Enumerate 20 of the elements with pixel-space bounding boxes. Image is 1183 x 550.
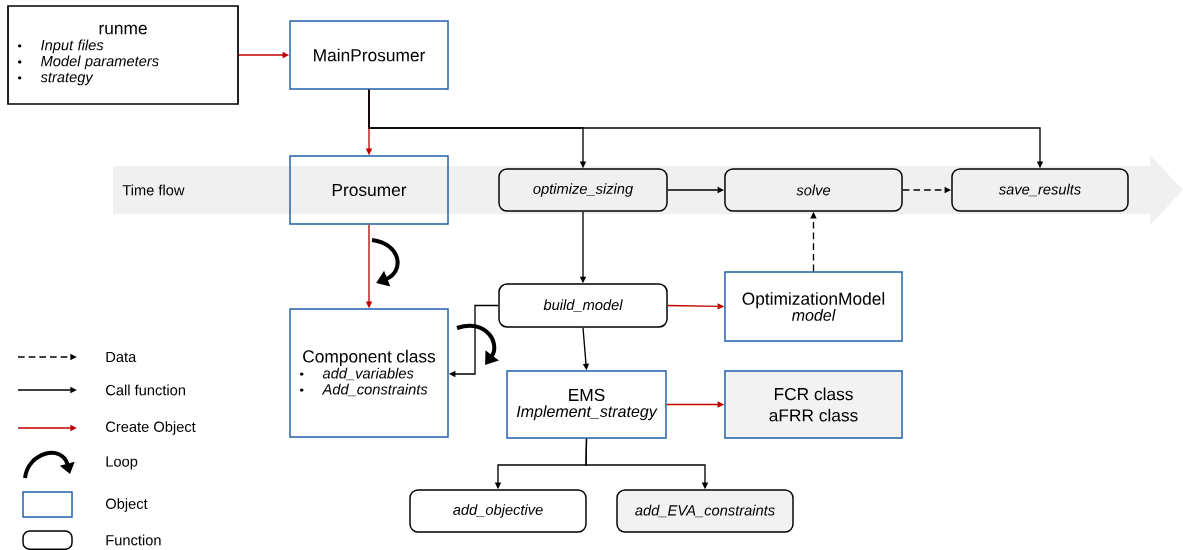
legend-label: Data — [106, 351, 137, 363]
time-flow-label: Time flow — [122, 184, 185, 196]
object-box: Prosumer — [289, 155, 449, 225]
legend-label: Object — [105, 498, 148, 512]
object-box: Component class add_variables Add_constraints — [289, 308, 449, 438]
input-box: runme Input files Model parameters strategy — [7, 5, 239, 105]
object-box: EMS Implement_strategy — [506, 370, 667, 439]
legend-label: Call function — [106, 384, 185, 396]
function-box: solve — [724, 168, 903, 212]
object-box: FCR class aFRR class — [724, 370, 903, 439]
function-box: save_results — [951, 168, 1129, 212]
function-box: optimize_sizing — [498, 168, 668, 212]
legend-label: Loop — [106, 456, 138, 470]
legend-label: Create Object — [106, 421, 196, 435]
legend-label: Function — [106, 534, 161, 546]
object-box: OptimizationModel model — [724, 271, 903, 342]
function-box: add_objective — [409, 489, 587, 533]
function-box: build_model — [498, 283, 668, 328]
object-box: MainProsumer — [289, 20, 449, 90]
function-box: add_EVA_constraints — [616, 489, 794, 533]
